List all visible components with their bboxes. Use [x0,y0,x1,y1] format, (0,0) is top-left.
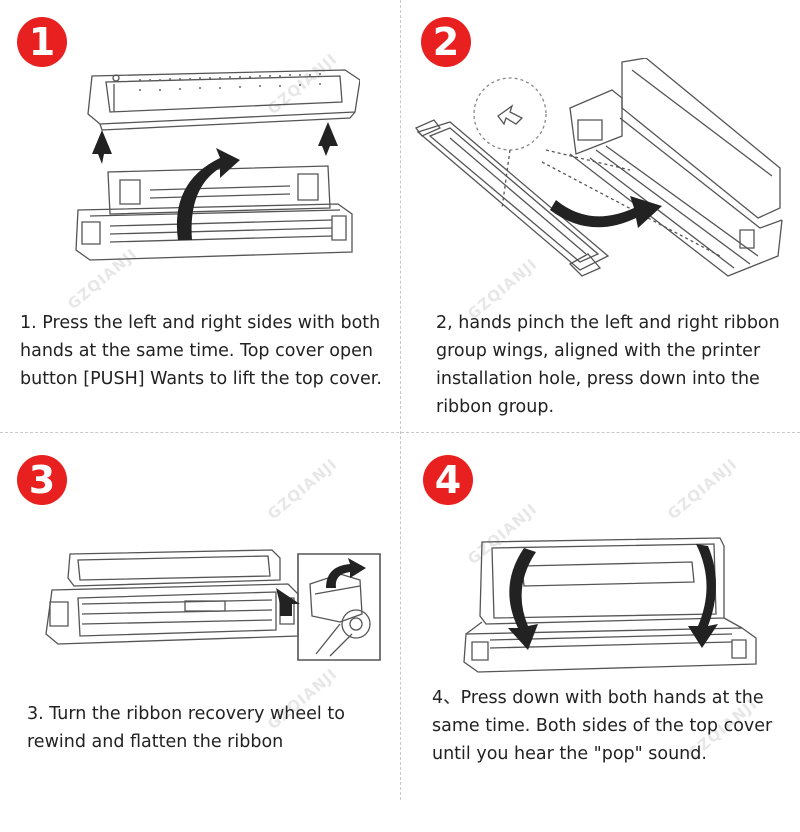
step-3-panel: 3 3. Turn the ribbon recovery [0,432,400,832]
step-4-badge: 4 [423,455,473,505]
step-1-panel: 1 [0,0,400,400]
step-1-caption: 1. Press the left and right sides with b… [20,313,382,389]
horizontal-divider [0,432,800,433]
step-1-illustration [70,62,360,272]
step-1-badge: 1 [17,17,67,67]
step-4-caption: 4、Press down with both hands at the same… [432,688,773,764]
step-2-caption: 2, hands pinch the left and right ribbon… [436,313,780,417]
step-3-badge: 3 [17,455,67,505]
step-4-panel: 4 4、Press down with both hands at the sa… [400,432,800,832]
step-3-illustration [40,544,385,662]
vertical-divider [400,0,401,800]
step-3-caption: 3. Turn the ribbon recovery wheel to rew… [27,704,345,752]
step-2-illustration [410,58,790,280]
step-2-badge: 2 [421,17,471,67]
step-2-panel: 2 2, hands [400,0,800,417]
step-4-illustration [462,536,762,676]
